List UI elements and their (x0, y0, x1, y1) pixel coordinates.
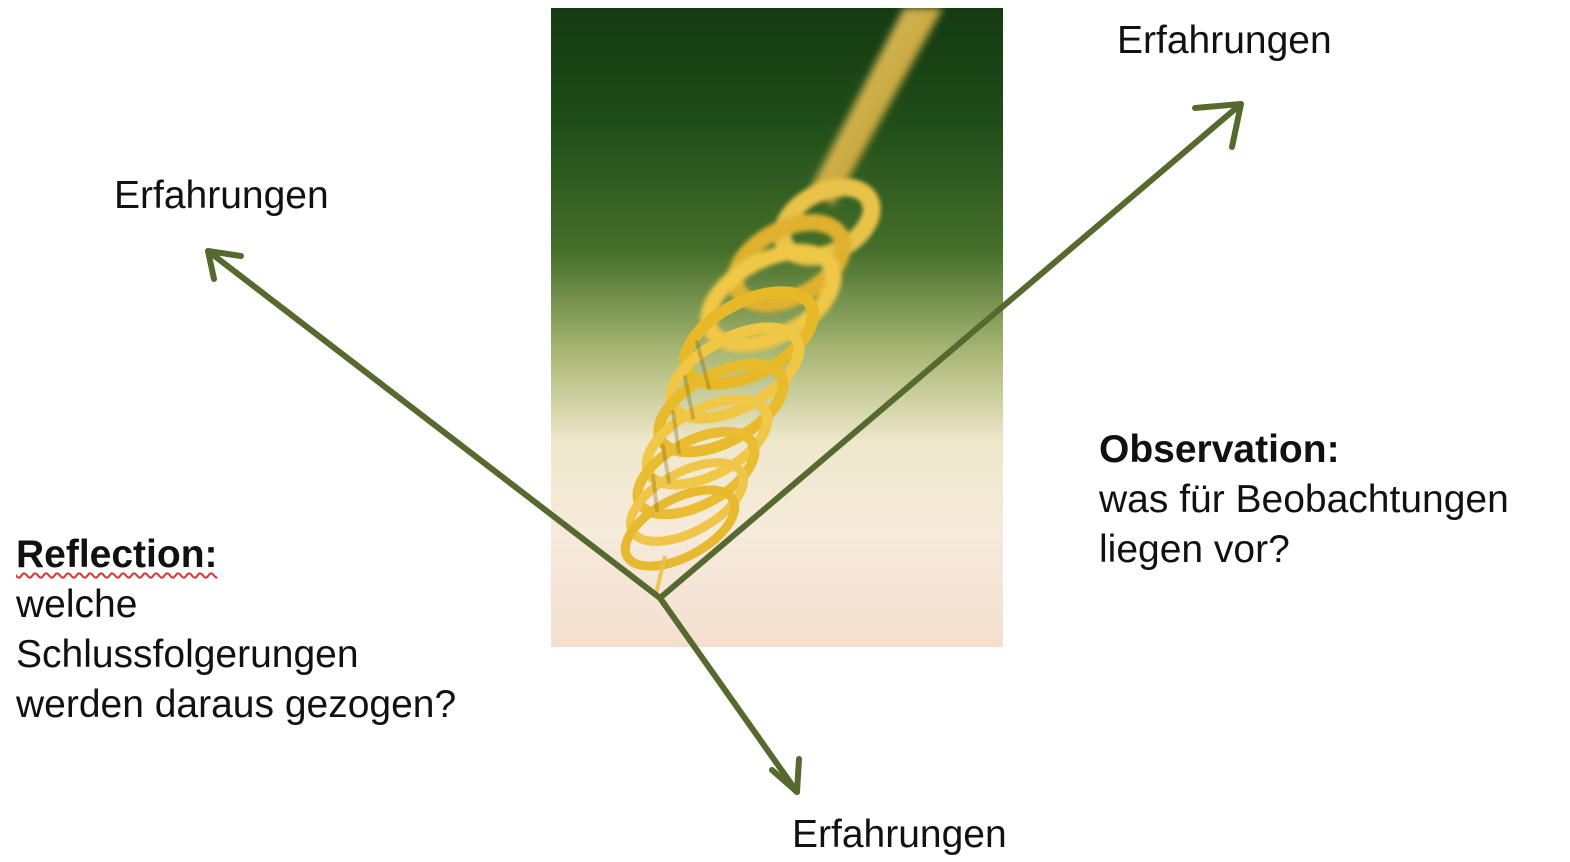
label-bottom: Erfahrungen (792, 812, 1007, 859)
arrow-icon-top-right (1195, 104, 1241, 147)
observation-line-2: liegen vor? (1099, 525, 1509, 575)
label-top-left: Erfahrungen (114, 173, 329, 220)
observation-heading: Observation: (1099, 425, 1509, 475)
arrow-icon-top-left (208, 251, 241, 279)
arrow-icon-bottom (772, 759, 799, 792)
reflection-line-1: welche (16, 580, 456, 630)
reflection-line-2: Schlussfolgerungen (16, 630, 456, 680)
reflection-block: Reflection: welche Schlussfolgerungen we… (16, 530, 456, 730)
reflection-heading: Reflection: (16, 530, 456, 580)
observation-line-1: was für Beobachtungen (1099, 475, 1509, 525)
spring-coils (613, 173, 883, 582)
spring-rod (811, 8, 943, 206)
spring-photo (551, 8, 1003, 647)
reflection-line-3: werden daraus gezogen? (16, 680, 456, 730)
label-top-right: Erfahrungen (1117, 18, 1332, 65)
observation-block: Observation: was für Beobachtungen liege… (1099, 425, 1509, 575)
